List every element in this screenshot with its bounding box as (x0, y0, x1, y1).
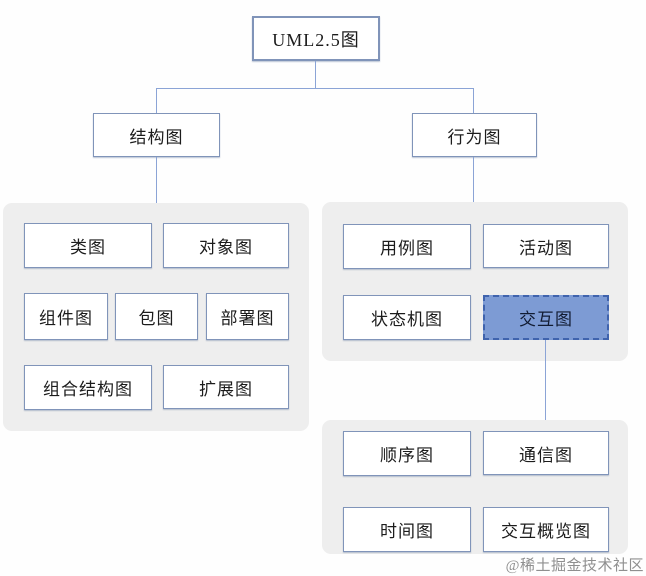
node-deployment-diagram: 部署图 (206, 293, 289, 340)
node-interaction-diagram-highlighted: 交互图 (483, 295, 609, 340)
node-profile-diagram: 扩展图 (163, 365, 289, 409)
node-composite-structure-diagram: 组合结构图 (24, 365, 152, 410)
behavior-panel: 用例图 活动图 状态机图 交互图 (322, 202, 628, 361)
node-timing-diagram: 时间图 (343, 507, 471, 552)
node-activity-diagram: 活动图 (483, 224, 609, 268)
interaction-panel: 顺序图 通信图 时间图 交互概览图 (322, 420, 628, 554)
juejin-watermark: @稀土掘金技术社区 (505, 558, 644, 574)
node-behavior-diagrams: 行为图 (412, 113, 537, 157)
connector-structure-drop (156, 88, 157, 113)
node-uml25-root: UML2.5图 (252, 16, 380, 61)
node-sequence-diagram: 顺序图 (343, 431, 471, 476)
node-state-machine-diagram: 状态机图 (343, 295, 471, 340)
node-use-case-diagram: 用例图 (343, 224, 471, 269)
connector-interaction-panel (545, 340, 546, 420)
structure-panel: 类图 对象图 组件图 包图 部署图 组合结构图 扩展图 (3, 203, 309, 431)
node-component-diagram: 组件图 (24, 293, 108, 340)
node-communication-diagram: 通信图 (483, 431, 609, 475)
connector-structure-panel (156, 157, 157, 203)
node-structure-diagrams: 结构图 (93, 113, 220, 157)
connector-behavior-panel (473, 157, 474, 202)
node-object-diagram: 对象图 (163, 223, 289, 268)
connector-behavior-drop (473, 88, 474, 113)
node-package-diagram: 包图 (115, 293, 198, 340)
node-interaction-overview-diagram: 交互概览图 (483, 507, 609, 552)
connector-branch-crossbar (156, 88, 474, 89)
connector-root-stem (315, 61, 316, 88)
node-class-diagram: 类图 (24, 223, 152, 268)
